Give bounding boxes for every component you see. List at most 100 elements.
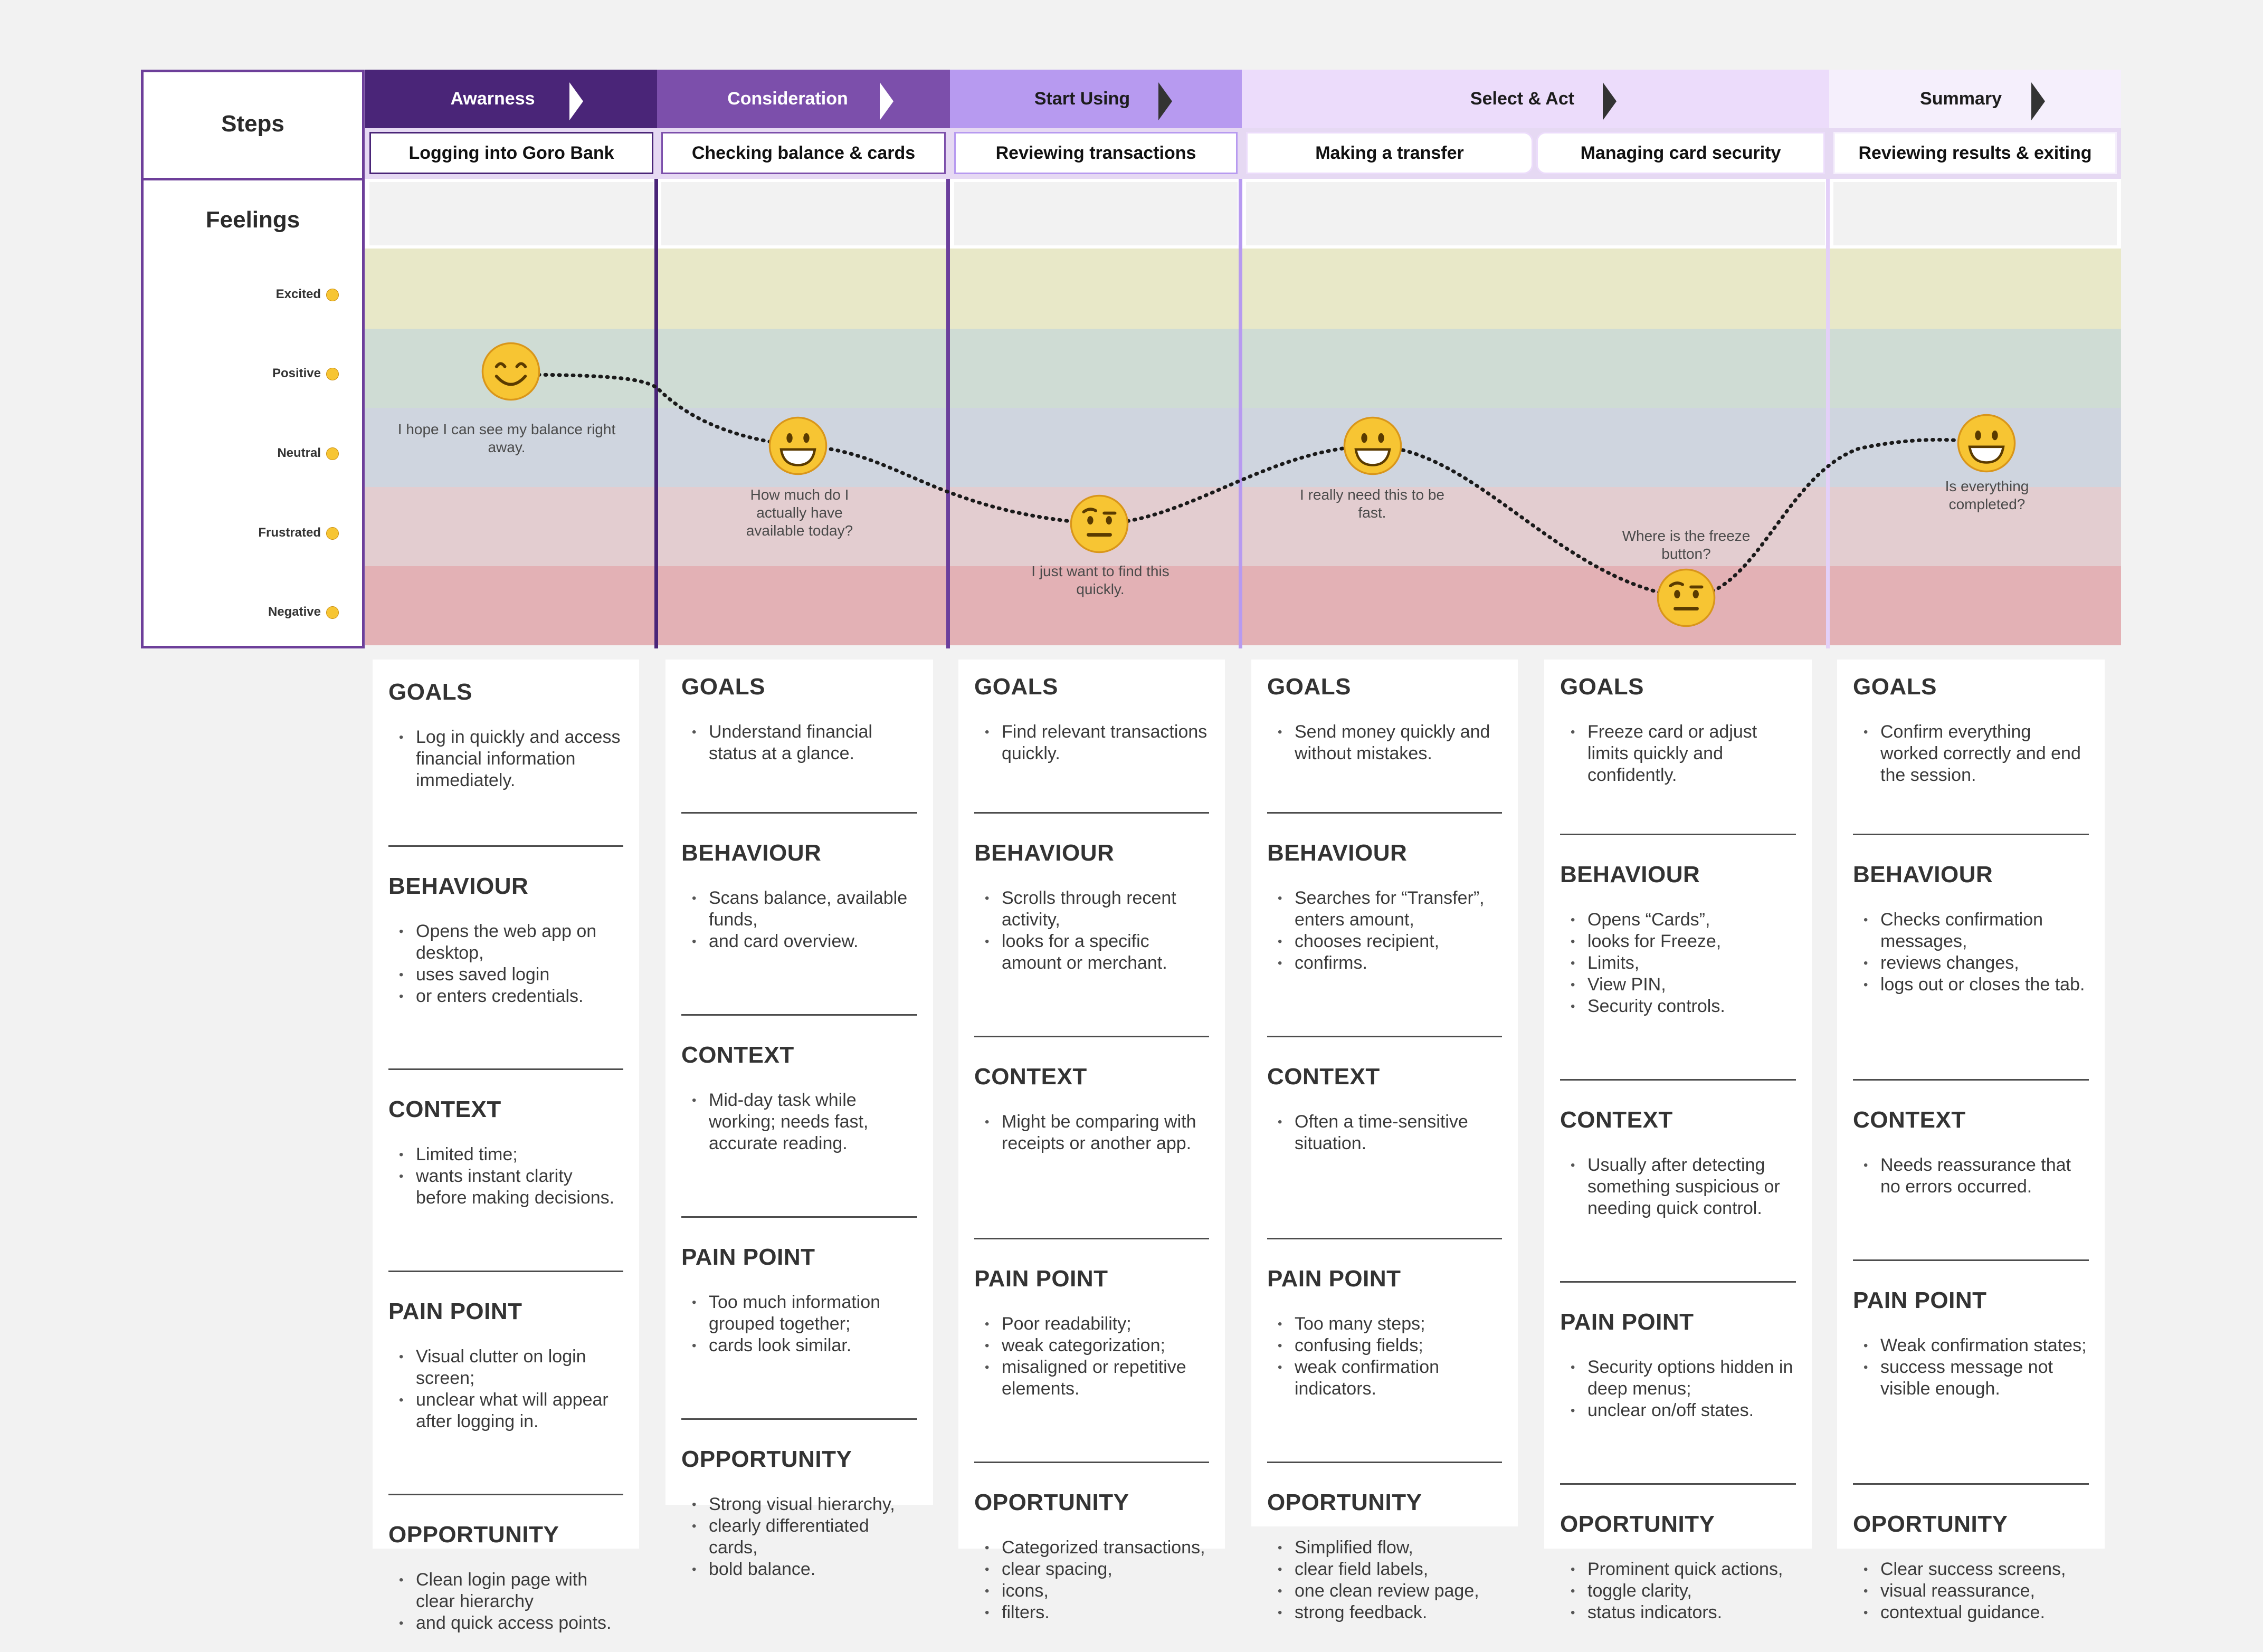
list-item: Too much information grouped together; xyxy=(681,1292,917,1335)
section-title: BEHAVIOUR xyxy=(388,873,529,899)
list-item: Often a time-sensitive situation. xyxy=(1267,1111,1502,1154)
section-title: PAIN POINT xyxy=(1853,1287,1987,1313)
list-item: toggle clarity, xyxy=(1560,1580,1796,1602)
card-section-context: CONTEXT Usually after detecting somethin… xyxy=(1560,1081,1796,1283)
step-making-transfer: Making a transfer xyxy=(1246,132,1533,174)
level-label-neutral: Neutral xyxy=(158,446,339,461)
section-title: GOALS xyxy=(974,674,1058,700)
card-section-opportunity: OPPORTUNITY Strong visual hierarchy, cle… xyxy=(681,1420,917,1580)
level-label-frustrated: Frustrated xyxy=(158,526,339,540)
list-item: status indicators. xyxy=(1560,1602,1796,1624)
list-item: Security controls. xyxy=(1560,996,1796,1017)
card-checking-balance: GOALS Understand financial status at a g… xyxy=(665,660,933,1580)
section-title: GOALS xyxy=(388,679,472,705)
list-item: confusing fields; xyxy=(1267,1335,1502,1357)
list-item: Security options hidden in deep menus; xyxy=(1560,1357,1796,1400)
list-item: contextual guidance. xyxy=(1853,1602,2089,1624)
feelings-header-cell xyxy=(1833,182,2117,245)
list-item: Checks confirmation messages, xyxy=(1853,909,2089,952)
list-item: Poor readability; xyxy=(974,1313,1209,1335)
card-section-opportunity: OPORTUNITY Categorized transactions, cle… xyxy=(974,1463,1209,1624)
list-item: Usually after detecting something suspic… xyxy=(1560,1154,1796,1219)
list-item: Mid-day task while working; needs fast, … xyxy=(681,1090,917,1154)
list-item: Categorized transactions, xyxy=(974,1537,1209,1559)
card-section-goals: GOALS Send money quickly and without mis… xyxy=(1267,660,1502,814)
excited-emoji xyxy=(326,288,339,301)
card-section-opportunity: OPORTUNITY Clear success screens, visual… xyxy=(1853,1485,2089,1624)
list-item: visual reassurance, xyxy=(1853,1580,2089,1602)
card-section-context: CONTEXT Might be comparing with receipts… xyxy=(974,1037,1209,1239)
level-label-excited: Excited xyxy=(158,287,339,302)
section-title: CONTEXT xyxy=(388,1096,501,1122)
step-card-security: Managing card security xyxy=(1536,132,1825,174)
phase-awareness: Awarness xyxy=(365,70,657,128)
list-item: Might be comparing with receipts or anot… xyxy=(974,1111,1209,1154)
list-item: Understand financial status at a glance. xyxy=(681,721,917,765)
card-section-goals: GOALS Understand financial status at a g… xyxy=(681,660,917,814)
feelings-label-box xyxy=(141,178,365,648)
list-item: icons, xyxy=(974,1580,1209,1602)
card-section-goals: GOALS Confirm everything worked correctl… xyxy=(1853,660,2089,835)
raised-eyebrow-emoji xyxy=(1657,568,1716,627)
quote-step-2: How much do I actually have available to… xyxy=(746,486,853,539)
quote-step-6: Is everything completed? xyxy=(1945,478,2029,512)
section-title: CONTEXT xyxy=(1853,1107,1966,1133)
list-item: Searches for “Transfer”, enters amount, xyxy=(1267,887,1502,931)
list-item: clear spacing, xyxy=(974,1559,1209,1580)
list-item: reviews changes, xyxy=(1853,952,2089,974)
list-item: Log in quickly and access financial info… xyxy=(388,727,623,791)
list-item: chooses recipient, xyxy=(1267,931,1502,952)
feelings-header-cell xyxy=(1246,182,1825,245)
card-section-pain-point: PAIN POINT Poor readability; weak catego… xyxy=(974,1239,1209,1463)
list-item: Opens the web app on desktop, xyxy=(388,921,623,964)
section-title: OPORTUNITY xyxy=(974,1489,1129,1515)
list-item: Scrolls through recent activity, xyxy=(974,887,1209,931)
section-title: CONTEXT xyxy=(1560,1107,1673,1133)
card-section-goals: GOALS Log in quickly and access financia… xyxy=(388,660,623,847)
card-section-context: CONTEXT Limited time; wants instant clar… xyxy=(388,1070,623,1272)
card-section-pain-point: PAIN POINT Weak confirmation states; suc… xyxy=(1853,1261,2089,1485)
list-item: one clean review page, xyxy=(1267,1580,1502,1602)
section-title: BEHAVIOUR xyxy=(974,840,1115,866)
card-section-pain-point: PAIN POINT Visual clutter on login scree… xyxy=(388,1272,623,1495)
phase-arrow-icon xyxy=(569,82,583,120)
column-divider xyxy=(1826,179,1830,648)
card-section-behaviour: BEHAVIOUR Scrolls through recent activit… xyxy=(974,814,1209,1037)
card-card-security: GOALS Freeze card or adjust limits quick… xyxy=(1544,660,1812,1624)
smiling-emoji xyxy=(481,342,540,401)
quote-step-1: I hope I can see my balance right away. xyxy=(397,421,616,455)
list-item: Prominent quick actions, xyxy=(1560,1559,1796,1580)
list-item: clearly differentiated cards, xyxy=(681,1515,917,1559)
phase-arrow-icon xyxy=(2031,82,2045,120)
list-item: Find relevant transactions quickly. xyxy=(974,721,1209,765)
section-title: GOALS xyxy=(1560,674,1644,700)
level-label-positive: Positive xyxy=(158,366,339,381)
card-section-opportunity: OPORTUNITY Simplified flow, clear field … xyxy=(1267,1463,1502,1624)
feelings-label: Feelings xyxy=(205,207,300,233)
list-item: weak confirmation indicators. xyxy=(1267,1357,1502,1400)
column-divider xyxy=(946,179,950,648)
list-item: Visual clutter on login screen; xyxy=(388,1346,623,1389)
step-logging-in: Logging into Goro Bank xyxy=(369,132,653,174)
card-section-context: CONTEXT Often a time-sensitive situation… xyxy=(1267,1037,1502,1239)
list-item: cards look similar. xyxy=(681,1335,917,1357)
card-section-pain-point: PAIN POINT Too much information grouped … xyxy=(681,1218,917,1420)
card-section-context: CONTEXT Needs reassurance that no errors… xyxy=(1853,1081,2089,1261)
section-title: OPPORTUNITY xyxy=(681,1446,852,1472)
list-item: Too many steps; xyxy=(1267,1313,1502,1335)
list-item: View PIN, xyxy=(1560,974,1796,996)
list-item: Opens “Cards”, xyxy=(1560,909,1796,931)
steps-label: Steps xyxy=(221,111,284,137)
quote-step-4: I really need this to be fast. xyxy=(1300,486,1444,521)
list-item: Weak confirmation states; xyxy=(1853,1335,2089,1357)
list-item: or enters credentials. xyxy=(388,986,623,1007)
card-reviewing-transactions: GOALS Find relevant transactions quickly… xyxy=(958,660,1225,1624)
feelings-header-cell xyxy=(369,182,653,245)
feelings-header-cell xyxy=(954,182,1238,245)
list-item: unclear on/off states. xyxy=(1560,1400,1796,1421)
frustrated-emoji xyxy=(326,527,339,540)
feelings-header-cell xyxy=(661,182,946,245)
list-item: and quick access points. xyxy=(388,1612,623,1634)
phase-consideration: Consideration xyxy=(657,70,950,128)
raised-eyebrow-emoji xyxy=(1070,494,1129,553)
